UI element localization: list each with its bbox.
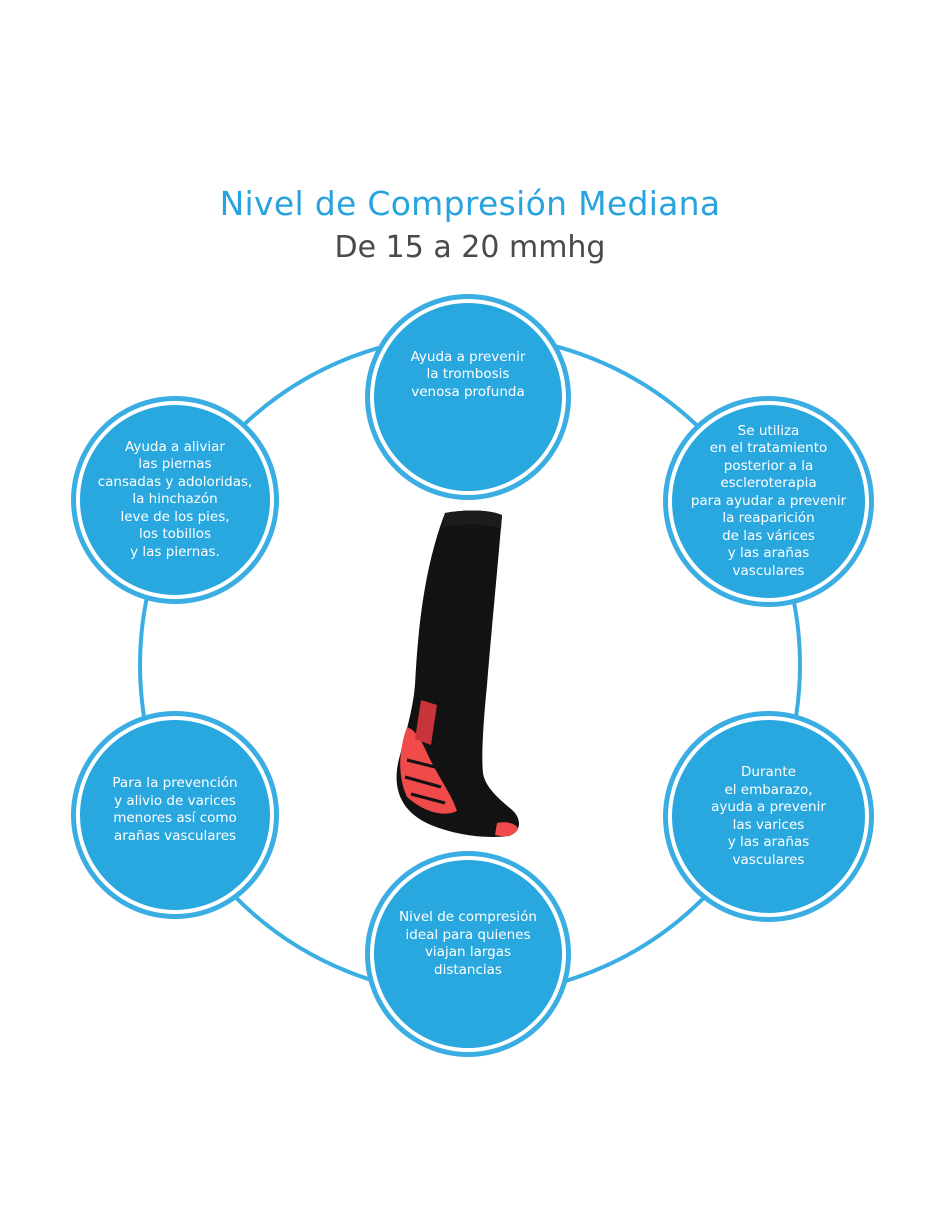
compression-sock-icon bbox=[396, 510, 519, 837]
benefit-text: Durante el embarazo, ayuda a prevenir la… bbox=[711, 764, 826, 868]
benefit-bubble-top: Ayuda a prevenir la trombosis venosa pro… bbox=[374, 303, 562, 491]
benefit-text: Ayuda a prevenir la trombosis venosa pro… bbox=[410, 348, 526, 400]
benefit-bubble-upper-left: Ayuda a aliviar las piernas cansadas y a… bbox=[80, 405, 270, 595]
benefit-text: Para la prevención y alivio de varices m… bbox=[112, 775, 238, 844]
benefit-bubble-lower-right: Durante el embarazo, ayuda a prevenir la… bbox=[672, 720, 865, 913]
page-subtitle: De 15 a 20 mmhg bbox=[334, 230, 606, 265]
benefit-bubble-lower-left: Para la prevención y alivio de varices m… bbox=[80, 720, 270, 910]
benefit-bubble-bottom: Nivel de compresión ideal para quienes v… bbox=[374, 860, 562, 1048]
benefit-text: Se utiliza en el tratamiento posterior a… bbox=[690, 422, 847, 579]
page-title: Nivel de Compresión Mediana bbox=[219, 184, 721, 223]
benefit-text: Nivel de compresión ideal para quienes v… bbox=[399, 909, 537, 978]
benefit-bubble-upper-right: Se utiliza en el tratamiento posterior a… bbox=[672, 405, 865, 598]
benefit-text: Ayuda a aliviar las piernas cansadas y a… bbox=[97, 438, 253, 560]
